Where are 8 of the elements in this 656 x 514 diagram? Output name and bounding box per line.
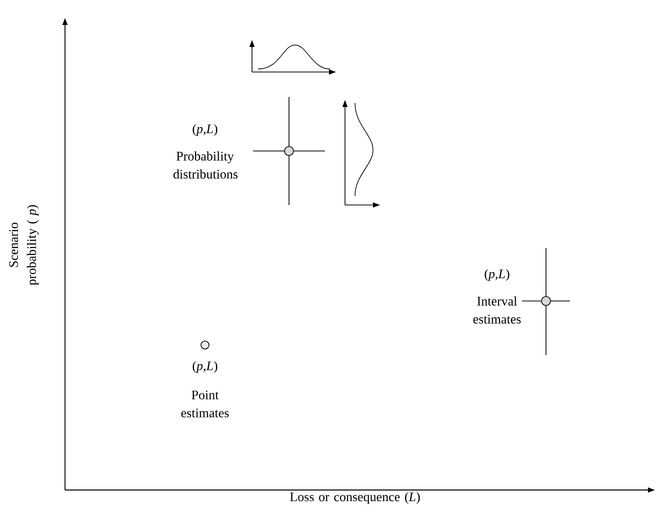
caption-text: Interval estimates — [473, 296, 521, 324]
point-label: (p,L) — [484, 269, 510, 281]
caption-text: Point estimates — [181, 390, 229, 418]
point-label: (p,L) — [192, 124, 218, 136]
point-label: (p,L) — [192, 361, 218, 373]
caption-text: Probability distributions — [173, 151, 238, 179]
axis-title: Scenario probability ( p) — [9, 205, 39, 286]
axis-title: Loss or consequence (L) — [290, 492, 420, 504]
